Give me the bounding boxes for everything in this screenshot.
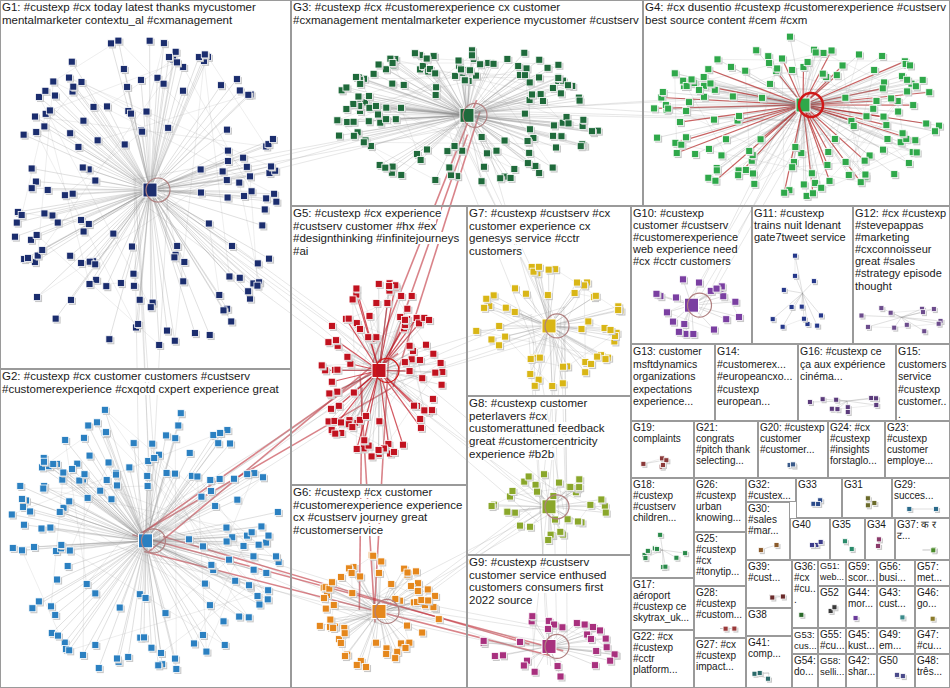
graph-canvas: G1: #custexp #cx today latest thanks myc… (0, 0, 950, 688)
